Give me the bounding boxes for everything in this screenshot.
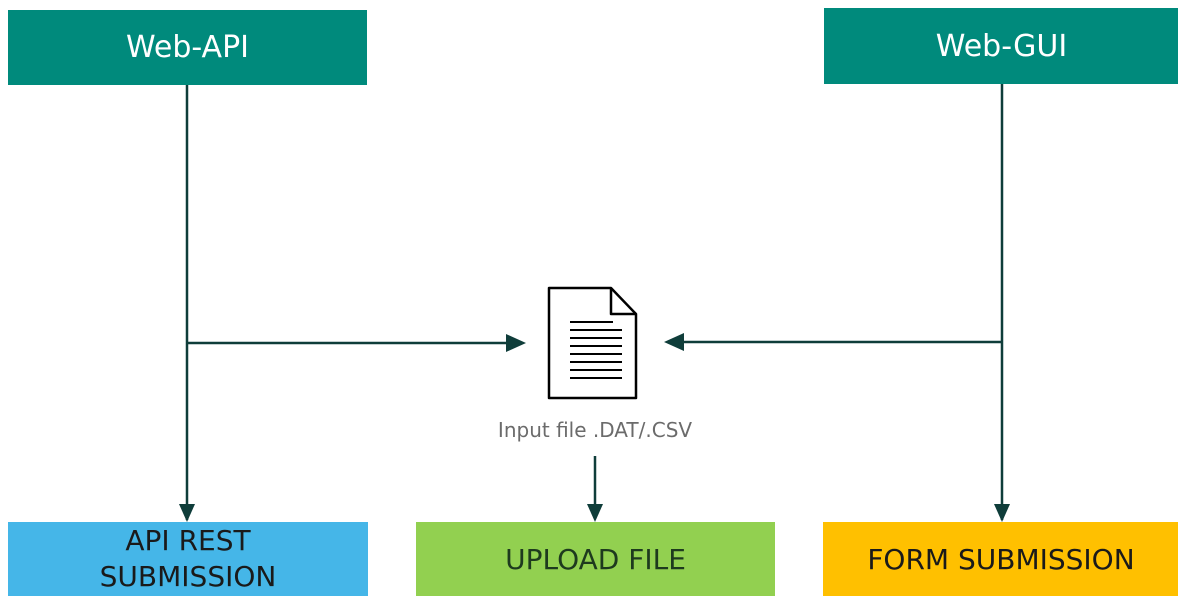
upload-file-label: UPLOAD FILE — [505, 542, 686, 576]
file-left-arrowhead — [506, 334, 526, 352]
form-arrowhead — [994, 504, 1010, 522]
document-icon — [547, 286, 638, 400]
api-rest-label-line2: SUBMISSION — [99, 560, 277, 593]
file-right-arrowhead — [664, 333, 684, 351]
file-caption: Input file .DAT/.CSV — [497, 418, 693, 442]
upload-file-box: UPLOAD FILE — [416, 522, 775, 596]
api-rest-arrowhead — [179, 504, 195, 522]
web-gui-label: Web-GUI — [935, 28, 1068, 64]
form-submission-box: FORM SUBMISSION — [823, 522, 1178, 596]
web-api-label: Web-API — [125, 30, 250, 65]
web-api-box: Web-API — [8, 10, 367, 85]
web-gui-box: Web-GUI — [824, 8, 1178, 84]
api-rest-label-line1: API REST — [125, 524, 251, 557]
api-rest-submission-box: API REST SUBMISSION — [8, 522, 368, 596]
upload-arrowhead — [587, 504, 603, 522]
form-submission-label: FORM SUBMISSION — [867, 542, 1135, 576]
